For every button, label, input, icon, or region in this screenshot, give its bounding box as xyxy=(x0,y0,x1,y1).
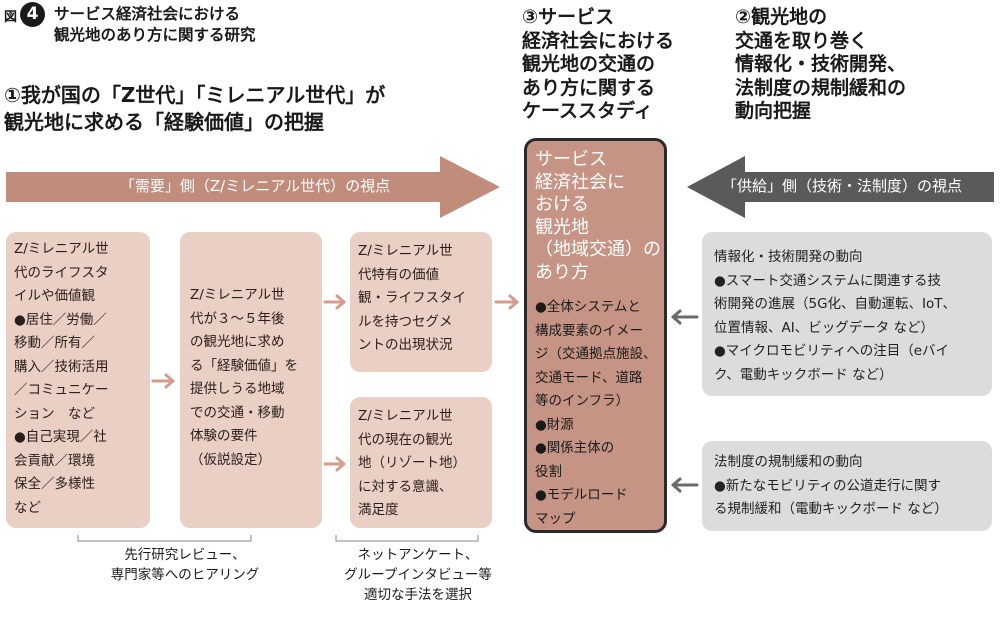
box-tech-trends: 情報化・技術開発の動向 ●スマート交通システムに関連する技 術開発の進展（5G化… xyxy=(702,232,992,396)
arrow-b1-to-b2 xyxy=(151,373,175,389)
figure-number-badge: 4 xyxy=(20,2,45,27)
box-lifestyle-values: Z/ミレニアル世 代のライフスタ イルや価値観 ●居住／労働／ 移動／所有／ 購… xyxy=(6,232,150,528)
box-segment-emergence: Z/ミレニアル世 代特有の価値 観・ライフスタイ ルを持つセグメ ントの出現状況 xyxy=(350,232,492,372)
demand-arrow-label: 「需要」側（Z/ミレニアル世代）の視点 xyxy=(119,177,391,195)
supply-arrow-label: 「供給」側（技術・法制度）の視点 xyxy=(721,177,962,195)
arrow-b2-to-b4 xyxy=(323,456,346,472)
box-regulation-trends: 法制度の規制緩和の動向 ●新たなモビリティの公道走行に関す る規制緩和（電動キッ… xyxy=(702,441,992,531)
center-box-body: ●全体システムと 構成要素のイメー ジ（交通拠点施設、 交通モード、道路 等のイ… xyxy=(535,299,657,527)
supply-arrow xyxy=(687,156,994,218)
box-current-awareness: Z/ミレニアル世 代の現在の観光 地（リゾート地） に対する意識、 満足度 xyxy=(350,397,492,528)
method-note-left: 先行研究レビュー、 専門家等へのヒアリング xyxy=(110,547,260,583)
figure-title: サービス経済社会における 観光地のあり方に関する研究 xyxy=(54,5,256,44)
box-experience-requirements: Z/ミレニアル世 代が３～５年後 の観光地に求め る「経験価値」を 提供しうる地… xyxy=(180,232,322,528)
arrow-b2-to-b3 xyxy=(323,294,346,310)
demand-arrow xyxy=(6,156,500,218)
bracket-right xyxy=(335,535,479,542)
arrow-b3-to-center xyxy=(494,294,519,310)
arrow-g1-to-center xyxy=(671,309,699,325)
heading-step-3: ③サービス 経済社会における 観光地の交通の あり方に関する ケーススタディ xyxy=(522,6,675,122)
center-case-study-box: サービス 経済社会に おける 観光地 （地域交通）の あり方 ●全体システムと … xyxy=(524,138,667,533)
figure-label: 図 xyxy=(4,10,18,25)
heading-step-1: ①我が国の「Z世代」「ミレニアル世代」が 観光地に求める「経験価値」の把握 xyxy=(4,83,386,134)
bracket-left xyxy=(77,535,252,542)
heading-step-2: ②観光地の 交通を取り巻く 情報化・技術開発、 法制度の規制緩和の 動向把握 xyxy=(735,6,907,122)
center-box-title: サービス 経済社会に おける 観光地 （地域交通）の あり方 xyxy=(535,149,661,283)
arrow-g2-to-center xyxy=(671,477,699,493)
method-note-right: ネットアンケート、 グループインタビュー等 適切な手法を選択 xyxy=(344,547,492,603)
